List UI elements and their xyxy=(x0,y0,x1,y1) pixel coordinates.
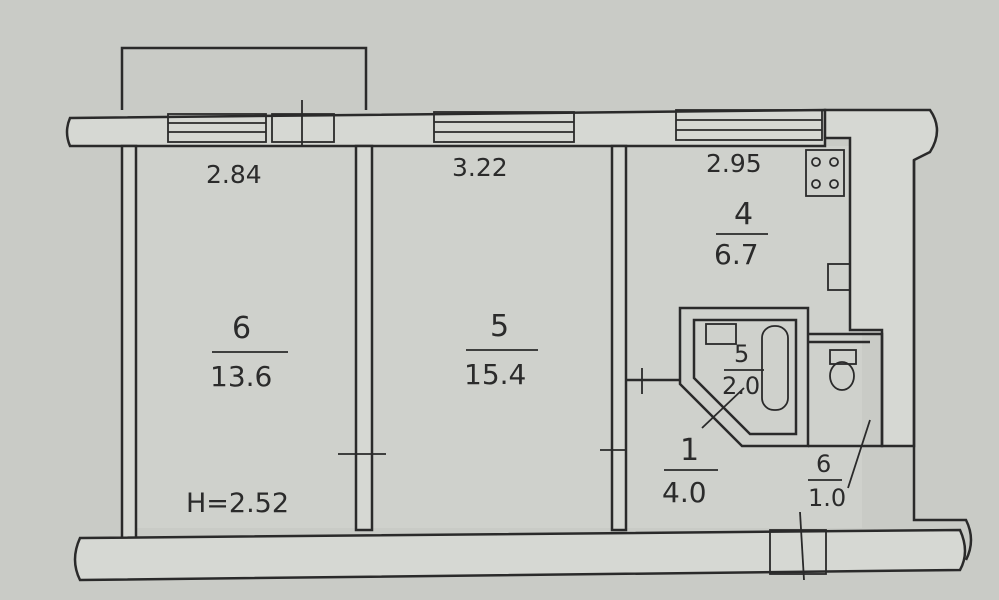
dimension-room-4: 2.95 xyxy=(706,149,762,178)
left-exterior-wall xyxy=(120,144,138,540)
window-room-5 xyxy=(433,111,575,143)
room-4-floor xyxy=(626,146,862,528)
ceiling-height: H=2.52 xyxy=(186,488,289,519)
room-number-bathroom: 5 xyxy=(734,340,749,368)
bathroom-door-swing xyxy=(701,387,745,429)
window-room-4 xyxy=(675,109,823,141)
partition-5-4 xyxy=(610,144,628,532)
room-area-wc: 1.0 xyxy=(808,484,846,512)
entrance-door xyxy=(769,511,827,581)
kitchen-sink xyxy=(827,263,851,291)
right-exterior-wall xyxy=(823,108,939,448)
toilet xyxy=(829,349,857,391)
room-area-corridor: 4.0 xyxy=(662,476,707,509)
room-number-6: 6 xyxy=(232,311,251,346)
bathtub xyxy=(761,325,789,411)
room-number-4: 4 xyxy=(734,197,753,232)
bathroom-inner-wall xyxy=(692,318,798,436)
bathroom-sink xyxy=(705,323,737,345)
room-number-wc: 6 xyxy=(816,450,831,478)
room-5-floor xyxy=(372,146,612,528)
wc-door-swing xyxy=(847,419,871,489)
room-number-corridor: 1 xyxy=(680,433,699,468)
bathroom-wall xyxy=(678,306,810,448)
dimension-room-6: 2.84 xyxy=(206,160,262,189)
room-area-6: 13.6 xyxy=(210,360,272,393)
balcony-door xyxy=(271,100,335,146)
balcony xyxy=(120,46,368,110)
room-6-floor xyxy=(136,146,356,528)
room-area-4: 6.7 xyxy=(714,238,759,271)
bottom-wall xyxy=(73,528,967,582)
room-area-5: 15.4 xyxy=(464,358,526,391)
wc-wall xyxy=(808,332,884,448)
right-wall-lower xyxy=(912,160,973,561)
room-number-5: 5 xyxy=(490,309,509,344)
partition-6-5 xyxy=(354,144,374,532)
top-exterior-wall xyxy=(65,108,827,148)
dimension-room-5: 3.22 xyxy=(452,153,508,182)
room-area-bathroom: 2.0 xyxy=(722,372,760,400)
stove xyxy=(805,149,845,197)
window-room-6 xyxy=(167,113,267,143)
